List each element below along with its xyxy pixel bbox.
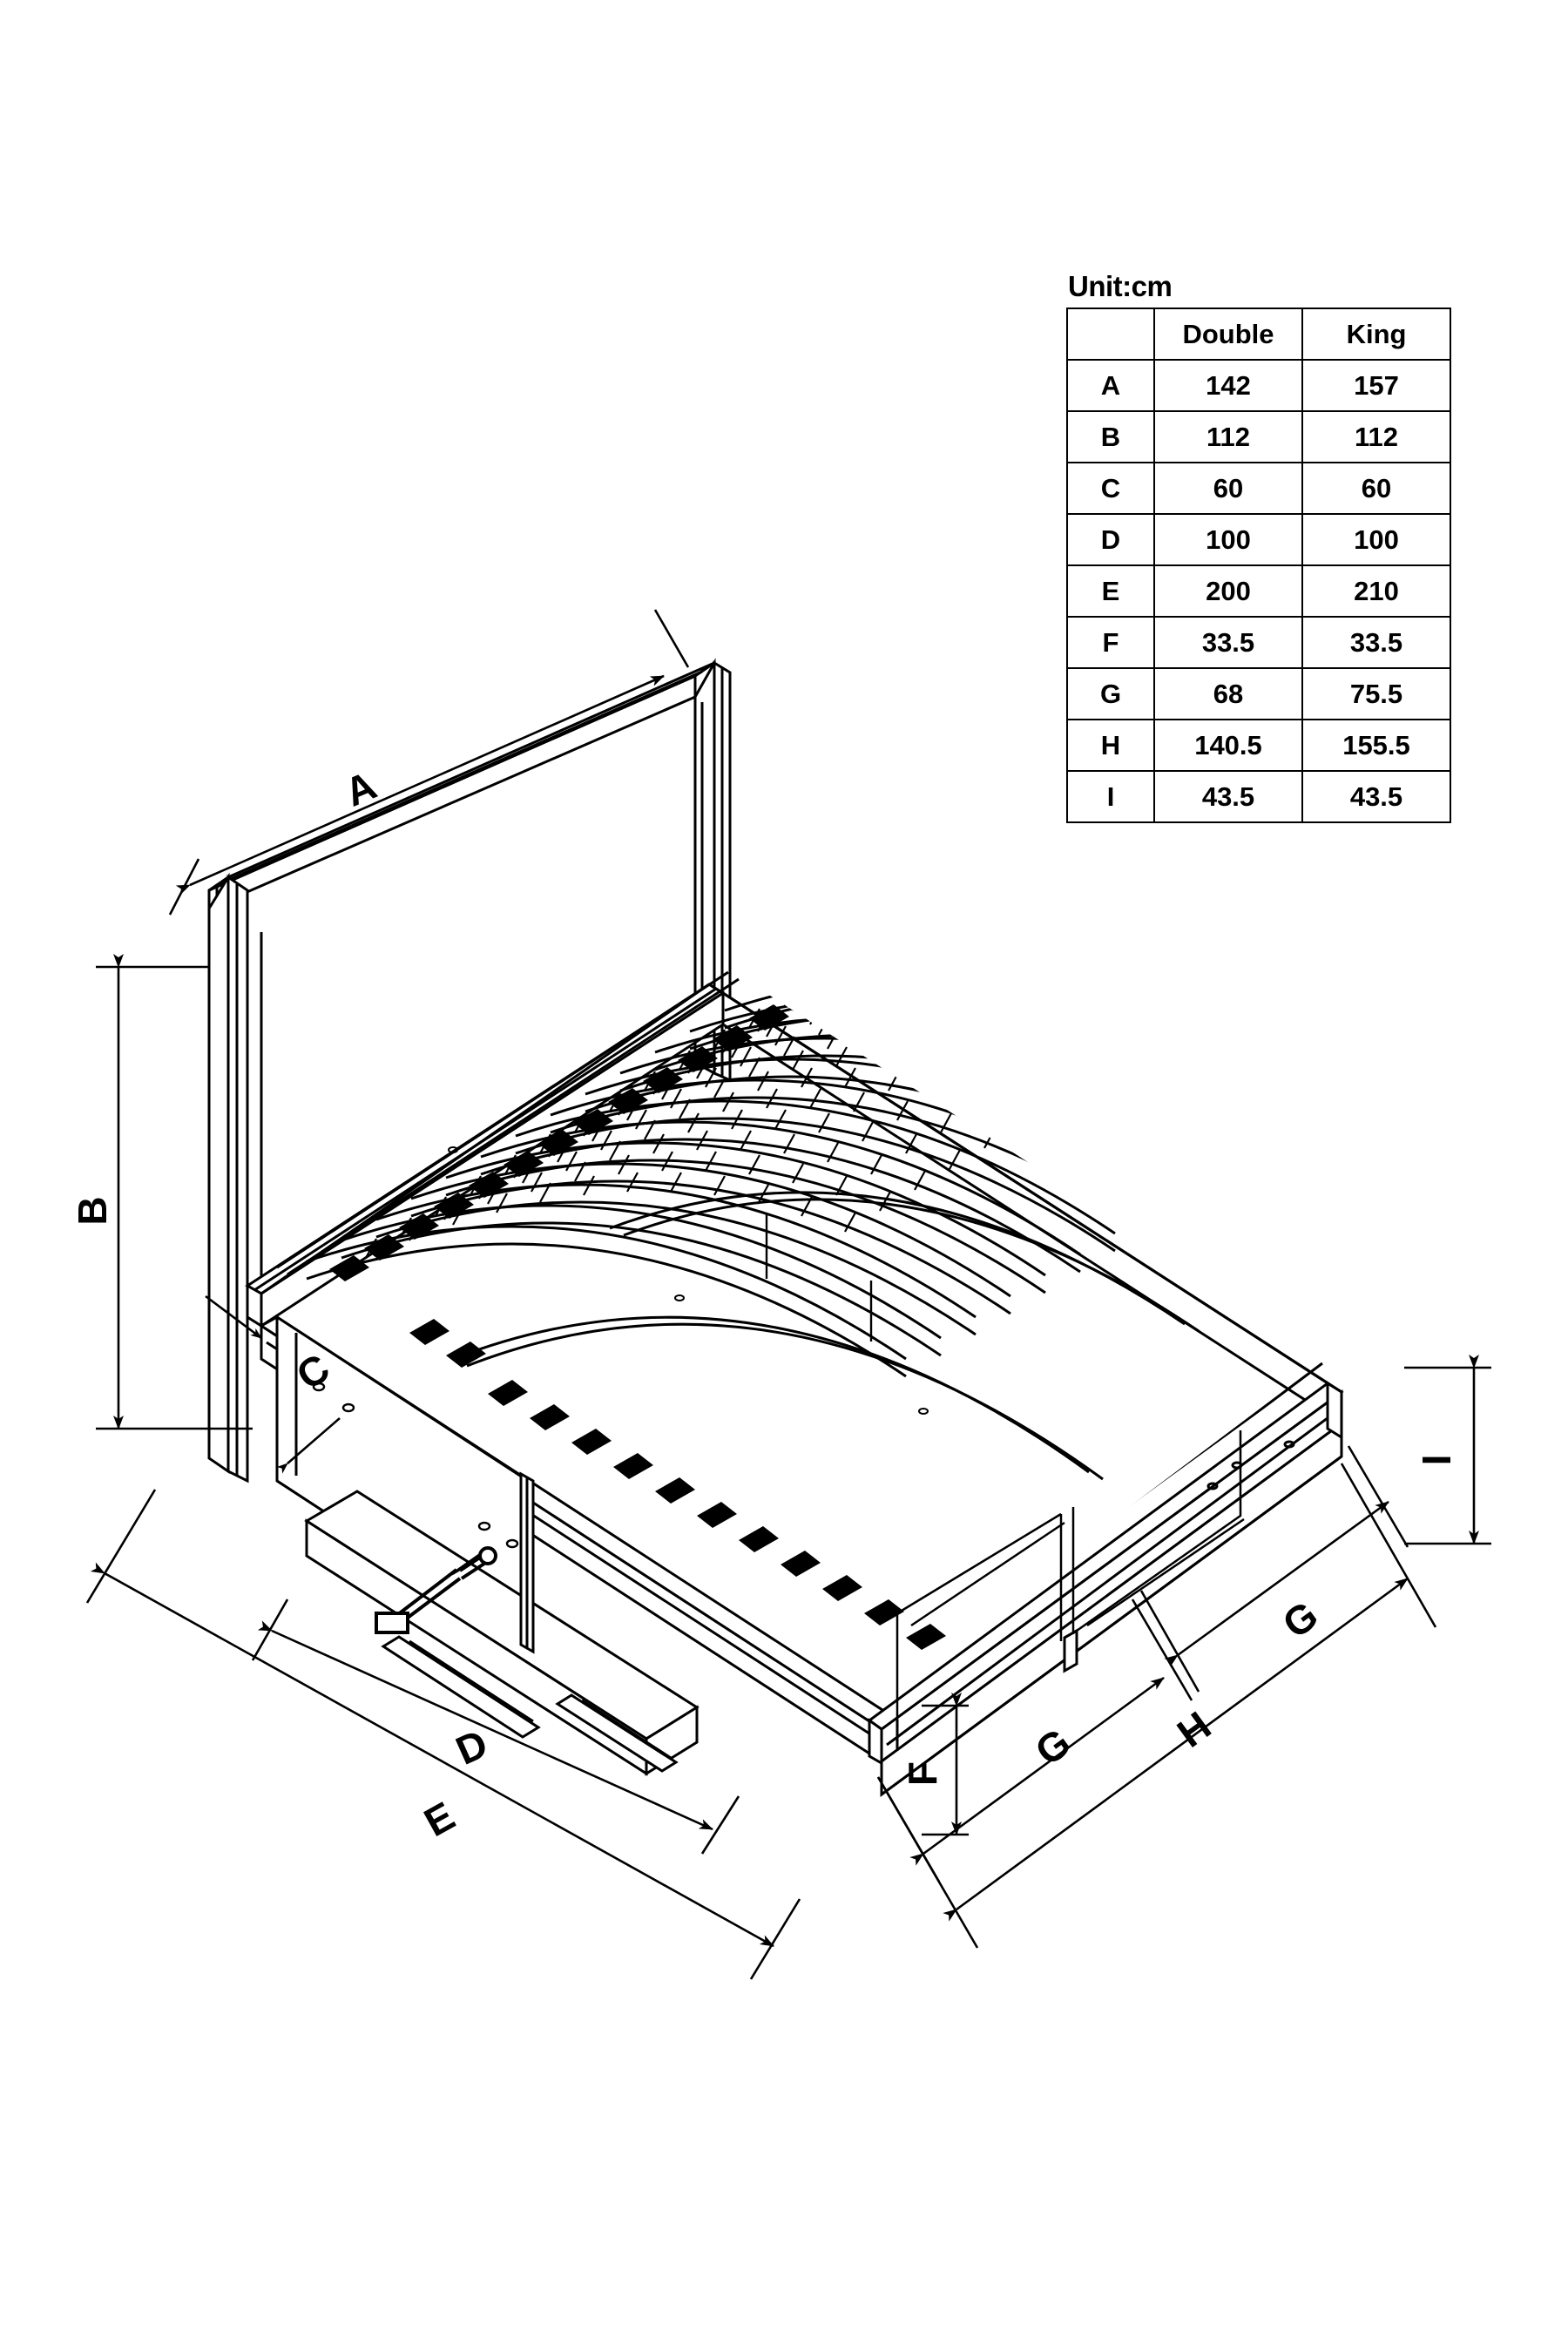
dimension-label-E: E <box>416 1793 462 1845</box>
side-rail-right <box>708 983 1343 1426</box>
cell-double-e: 200 <box>1153 564 1303 618</box>
unit-title: Unit:cm <box>1068 270 1173 302</box>
cell-double-d: 100 <box>1153 513 1303 566</box>
dimension-label-I: I <box>1414 1455 1459 1466</box>
cell-king-d: 100 <box>1301 513 1451 566</box>
cell-king-i: 43.5 <box>1301 770 1451 823</box>
foot-corner-post <box>1326 1381 1343 1440</box>
header-cell-king: King <box>1301 308 1451 361</box>
cell-king-e: 210 <box>1301 564 1451 618</box>
cell-double-b: 112 <box>1153 410 1303 463</box>
row-label-i: I <box>1066 770 1155 823</box>
headboard-top-rail <box>207 660 716 911</box>
row-label-f: F <box>1066 616 1155 669</box>
table-header-row: Double King <box>1066 308 1451 361</box>
front-corner-post <box>868 1718 883 1766</box>
frame-divider-post <box>519 1471 535 1654</box>
dimension-line-C <box>205 1294 341 1474</box>
header-cell-blank <box>1066 308 1155 361</box>
dimension-line-B <box>96 954 253 1430</box>
cell-king-h: 155.5 <box>1301 719 1451 772</box>
cell-king-f: 33.5 <box>1301 616 1451 669</box>
cell-double-a: 142 <box>1153 359 1303 412</box>
dimension-line-A <box>168 609 690 916</box>
cell-king-a: 157 <box>1301 359 1451 412</box>
row-label-b: B <box>1066 410 1155 463</box>
dimension-line-G-right <box>1139 1445 1409 1693</box>
dimension-label-G-left: G <box>1027 1720 1079 1774</box>
dimension-label-A: A <box>338 762 382 815</box>
row-label-e: E <box>1066 564 1155 618</box>
headboard-left-stile <box>207 872 249 1484</box>
row-label-h: H <box>1066 719 1155 772</box>
row-label-g: G <box>1066 667 1155 720</box>
cell-double-i: 43.5 <box>1153 770 1303 823</box>
dimension-label-F: F <box>900 1761 945 1786</box>
cell-double-c: 60 <box>1153 462 1303 515</box>
cell-king-c: 60 <box>1301 462 1451 515</box>
dimension-line-I <box>1404 1355 1491 1545</box>
row-label-d: D <box>1066 513 1155 566</box>
cell-double-h: 140.5 <box>1153 719 1303 772</box>
cell-double-f: 33.5 <box>1153 616 1303 669</box>
dimension-line-E <box>85 1489 801 1980</box>
header-cell-double: Double <box>1153 308 1303 361</box>
cell-king-g: 75.5 <box>1301 667 1451 720</box>
cell-king-b: 112 <box>1301 410 1451 463</box>
dimension-label-G-right: G <box>1274 1592 1327 1647</box>
dimension-label-B: B <box>70 1196 115 1225</box>
row-label-c: C <box>1066 462 1155 515</box>
row-label-a: A <box>1066 359 1155 412</box>
cell-double-g: 68 <box>1153 667 1303 720</box>
